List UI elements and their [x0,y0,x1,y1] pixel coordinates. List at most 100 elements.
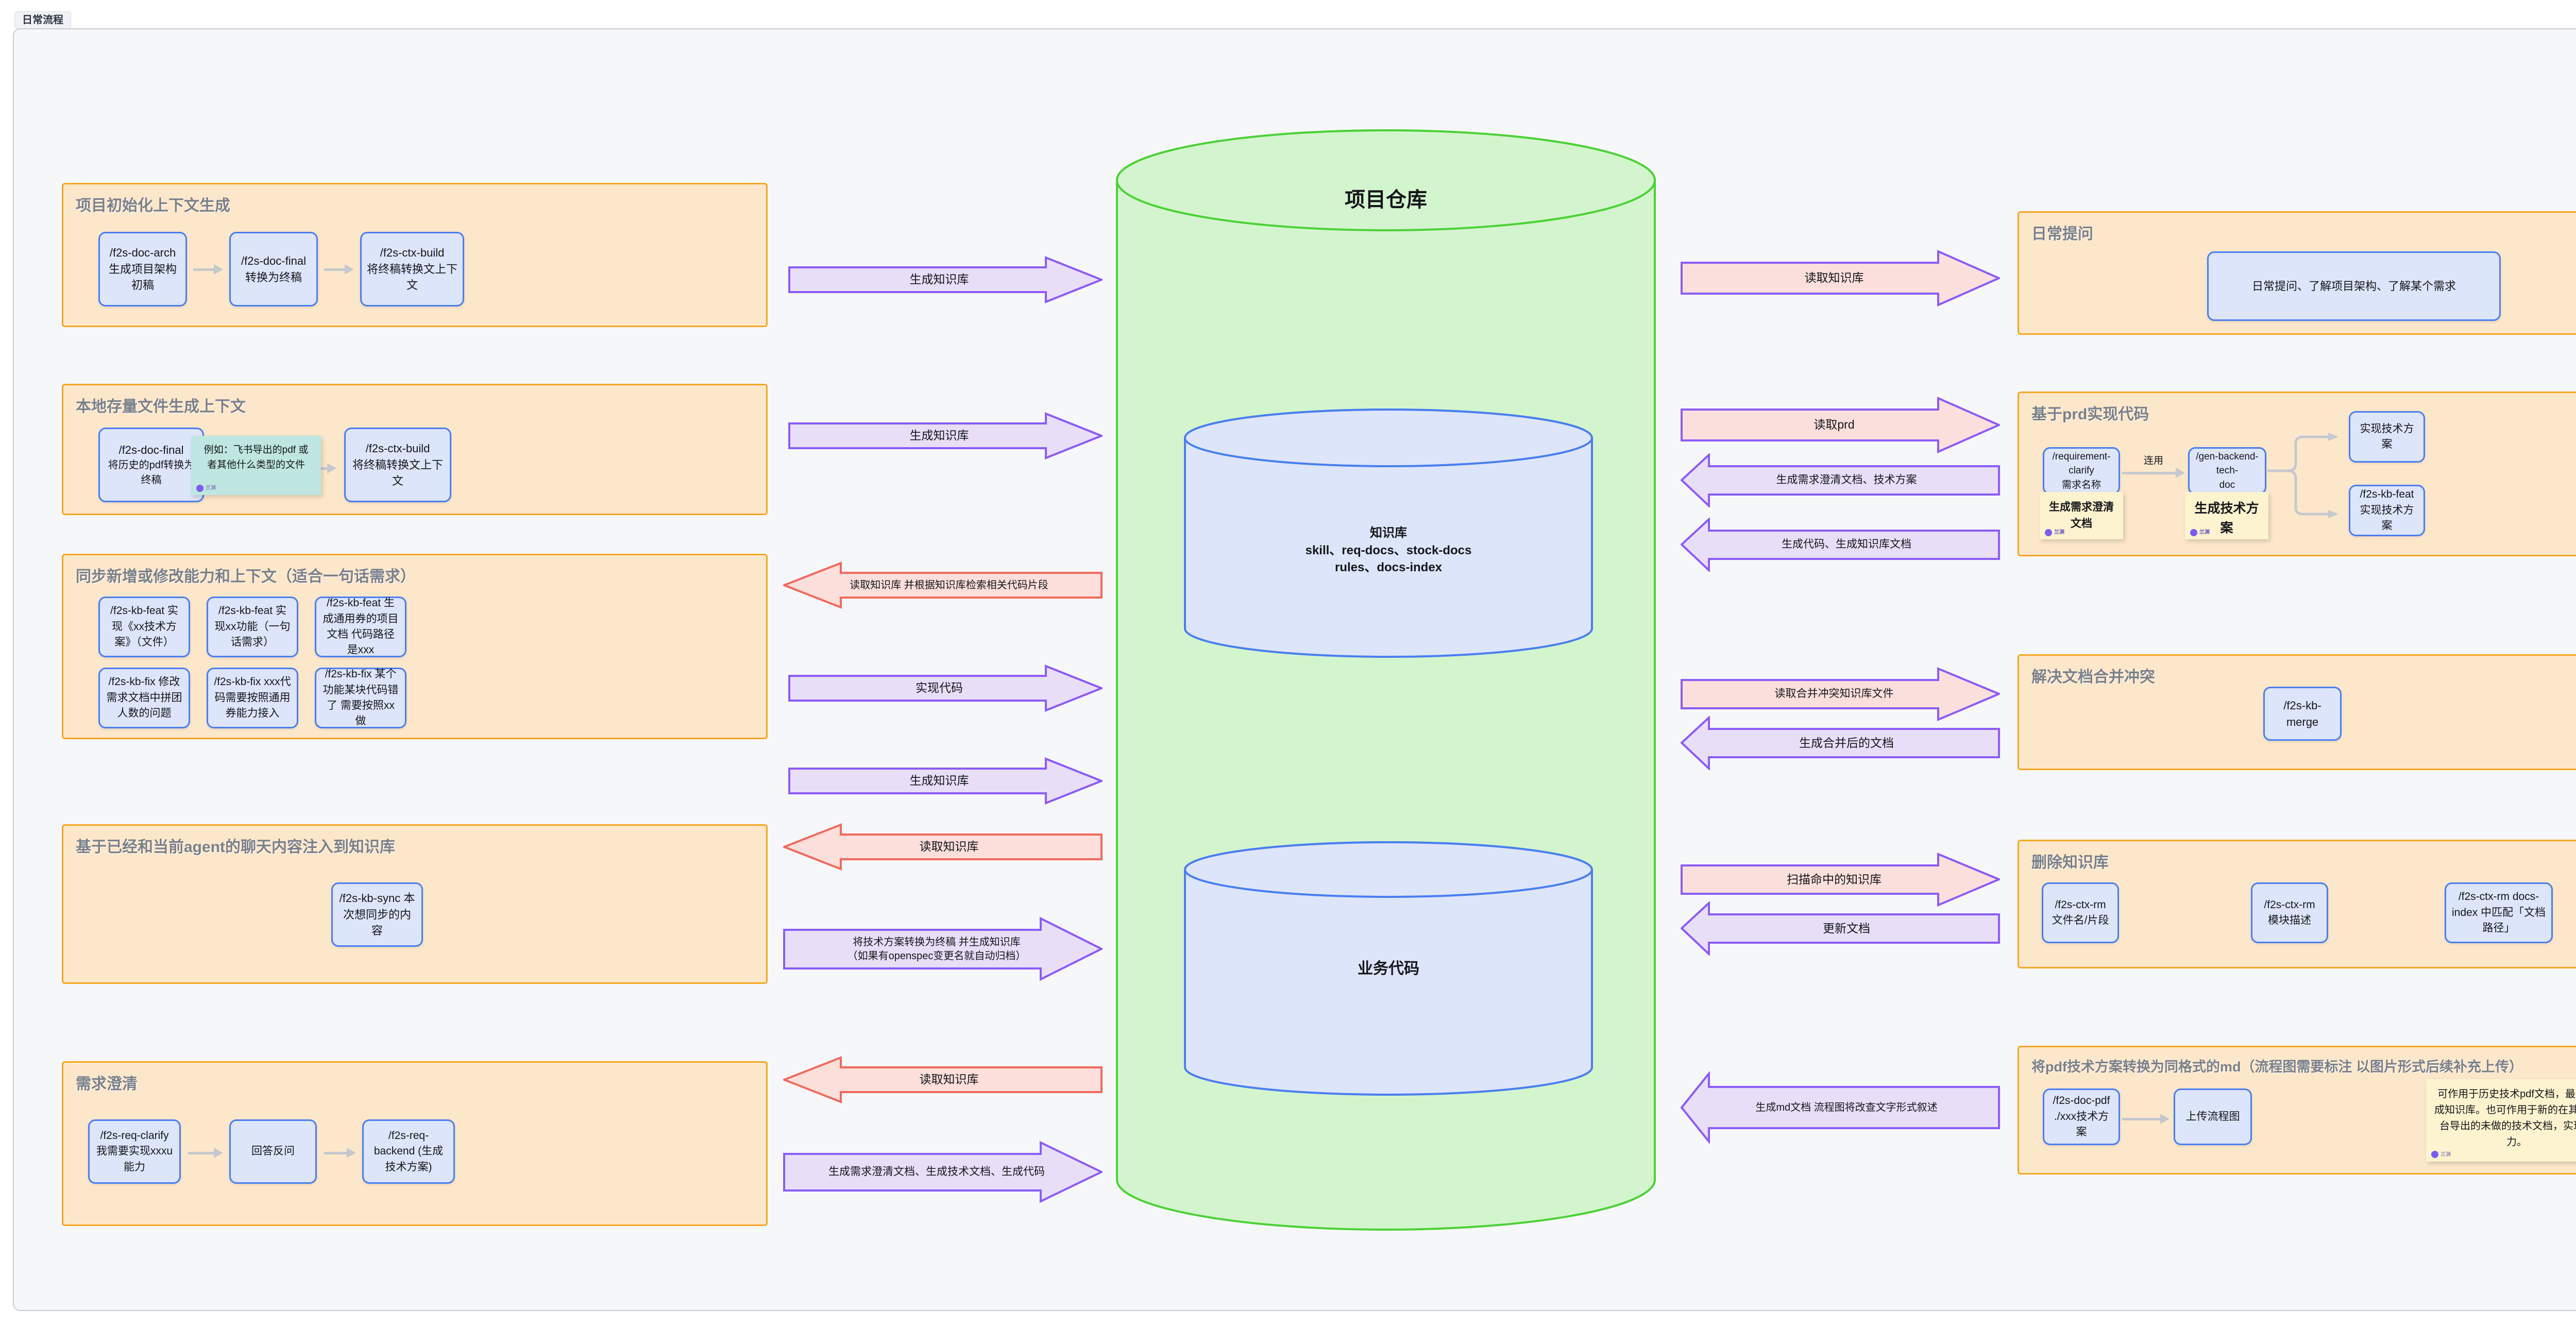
flow-arrow-right-3-label-wrap: 生成代码、生成知识库文档 [1681,518,2000,572]
group-title: 日常提问 [2031,226,2093,243]
node-f2s-ctx-build-local[interactable]: /f2s-ctx-build 将终稿转换文上下文 [344,428,451,502]
node-req-backend[interactable]: /f2s-req-backend (生成技术方案) [362,1119,455,1184]
flow-arrow-label: 生成代码、生成知识库文档 [1782,538,1911,551]
group-title: 删除知识库 [2031,854,2109,871]
group-resolve-merge-conflict[interactable]: 解决文档合并冲突 /f2s-kb-merge [2018,654,2576,770]
flow-arrow-right-8 [1681,1071,2000,1144]
connector-arrow [324,1148,356,1158]
node-cmd: /f2s-doc-final [241,254,306,267]
branch-connector [2267,433,2338,518]
node-implement-tech-plan[interactable]: 实现技术方案 [2349,411,2425,463]
connector-label: 连用 [2141,453,2166,467]
sticky-author-badge: 兰渊 [196,484,216,492]
node-f2s-kb-merge[interactable]: /f2s-kb-merge [2263,687,2342,741]
node-cmd: /f2s-doc-final [118,443,184,456]
knowledge-base-cylinder [1184,409,1593,658]
flow-arrow-label: 读取合并冲突知识库文件 [1774,688,1894,700]
node-f2s-doc-arch[interactable]: /f2s-doc-arch 生成项目架构初稿 [98,232,187,307]
node-kb-feat-1[interactable]: /f2s-kb-feat 实现《xx技术方案》（文件） [98,597,190,657]
flow-arrow-left-5-label-wrap: 读取知识库 [783,823,1103,871]
sticky-note-gen-clarify-doc[interactable]: 生成需求澄清文档 兰渊 [2040,492,2123,539]
sticky-author-badge: 兰渊 [2431,1151,2451,1159]
sticky-note-gen-tech-plan[interactable]: 生成技术方案 兰渊 [2185,492,2268,539]
node-kb-feat-tech-plan[interactable]: /f2s-kb-feat 实现技术方案 [2349,485,2425,536]
group-sync-feature[interactable]: 同步新增或修改能力和上下文（适合一句话需求） /f2s-kb-feat 实现《x… [62,554,768,739]
node-upload-flowchart[interactable]: 上传流程图 [2174,1088,2252,1145]
flow-arrow-right-6-label-wrap: 扫描命中的知识库 [1681,853,2000,907]
node-f2s-doc-final[interactable]: /f2s-doc-final 转换为终稿 [229,232,318,307]
flow-arrow-right-2-label-wrap: 生成需求澄清文档、技术方案 [1681,453,2000,507]
flow-arrow-left-3 [788,665,1103,712]
node-kb-fix-3[interactable]: /f2s-kb-fix 某个功能某块代码错了 需要按照xx做 [315,668,406,728]
node-daily-question[interactable]: 日常提问、了解项目架构、了解某个需求 [2207,251,2501,321]
connector-arrow-lianyong: 连用 [2122,453,2185,478]
node-f2s-kb-sync[interactable]: /f2s-kb-sync 本次想同步的内容 [331,882,423,947]
node-answer-question[interactable]: 回答反问 [229,1119,317,1184]
connector-arrow [324,264,354,275]
sticky-author-badge: 兰渊 [2045,529,2064,536]
node-ctx-rm-file[interactable]: /f2s-ctx-rm 文件名/片段 [2042,882,2119,943]
kb-title: 知识库 [1370,526,1407,540]
flow-arrow-label: 生成需求澄清文档、技术方案 [1776,474,1917,486]
flow-arrow-label: 读取知识库 [919,840,979,854]
group-pdf-to-md[interactable]: 将pdf技术方案转换为同格式的md（流程图需要标注 以图片形式后续补充上传） /… [2018,1046,2576,1175]
project-repo-title: 项目仓库 [1345,189,1427,211]
sticky-text: 生成需求澄清文档 [2049,501,2114,530]
sticky-note-example[interactable]: 例如：飞书导出的pdf 或 者其他什么类型的文件 兰渊 [191,436,321,495]
flow-arrow-right-5-label-wrap: 生成合并后的文档 [1681,716,2000,770]
node-req-clarify[interactable]: /f2s-req-clarify 我需要实现xxxu能力 [88,1119,181,1184]
node-desc: 生成项目架构初稿 [108,262,177,292]
sticky-author-badge: 兰渊 [2190,529,2210,536]
tab-bar: 日常流程 [0,0,2576,29]
flow-arrow-left-4 [788,757,1103,805]
node-kb-feat-2[interactable]: /f2s-kb-feat 实现xx功能（一句话需求） [207,597,298,657]
group-local-files[interactable]: 本地存量文件生成上下文 /f2s-doc-final 将历史的pdf转换为终稿 … [62,384,768,515]
flow-arrow-label: 读取知识库 [919,1073,979,1086]
connector-arrow [193,264,223,275]
sticky-text: 例如：飞书导出的pdf 或 者其他什么类型的文件 [204,445,309,470]
flow-arrow-right-3 [1681,518,2000,572]
node-desc: 将历史的pdf转换为终稿 [108,460,195,486]
group-title: 同步新增或修改能力和上下文（适合一句话需求） [76,568,416,585]
flow-arrow-right-4 [1681,667,2000,721]
flow-arrow-right-8-label-wrap: 生成md文档 流程图将改查文字形式叙述 [1681,1071,2000,1144]
node-desc: doc [2219,479,2235,490]
group-agent-chat-inject[interactable]: 基于已经和当前agent的聊天内容注入到知识库 /f2s-kb-sync 本次想… [62,824,768,984]
node-desc: 需求名称 [2061,479,2101,490]
group-title: 本地存量文件生成上下文 [76,398,246,415]
flow-arrow-label: 生成知识库 [909,273,969,286]
node-f2s-doc-pdf[interactable]: /f2s-doc-pdf ./xxx技术方案 [2043,1088,2120,1145]
group-title: 基于prd实现代码 [2031,406,2149,423]
flow-arrow-label: 生成知识库 [909,429,969,443]
flow-arrow-left-1-label-wrap: 生成知识库 [788,412,1103,460]
flow-arrow-label: 扫描命中的知识库 [1787,872,1882,886]
group-prd-implement[interactable]: 基于prd实现代码 /requirement-clarify 需求名称 连用 /… [2018,392,2576,556]
flow-arrow-left-8 [783,1141,1103,1203]
flow-arrow-left-1 [788,412,1103,460]
node-f2s-ctx-build[interactable]: /f2s-ctx-build 将终稿转换文上下文 [360,232,464,307]
flow-arrow-left-6-label-wrap: 将技术方案转换为终稿 并生成知识库 （如果有openspec变更名就自动归档） [783,917,1103,981]
flow-arrow-label: 读取知识库 [1804,271,1864,285]
group-delete-knowledge-base[interactable]: 删除知识库 /f2s-ctx-rm 文件名/片段 /f2s-ctx-rm 模块描… [2018,840,2576,968]
group-project-init[interactable]: 项目初始化上下文生成 /f2s-doc-arch 生成项目架构初稿 /f2s-d… [62,183,768,327]
node-gen-backend-tech-doc[interactable]: /gen-backend-tech- doc [2188,447,2266,495]
node-cmd: /gen-backend-tech- [2196,451,2259,477]
sticky-note-pdf-usage[interactable]: 可作用于历史技术pdf文档，最后生成知识库。也可作用于新的在其他平台导出的未做的… [2426,1079,2576,1162]
flow-arrow-left-6 [783,917,1103,981]
group-requirement-clarify[interactable]: 需求澄清 /f2s-req-clarify 我需要实现xxxu能力 回答反问 /… [62,1061,768,1226]
flow-arrow-label: 更新文档 [1823,921,1870,935]
node-ctx-rm-docs-index[interactable]: /f2s-ctx-rm docs-index 中匹配「文档路径」 [2445,882,2553,943]
node-kb-feat-3[interactable]: /f2s-kb-feat 生成通用券的项目文档 代码路径是xxx [315,597,406,657]
sticky-text: 可作用于历史技术pdf文档，最后生成知识库。也可作用于新的在其他平台导出的未做的… [2434,1088,2576,1148]
node-f2s-doc-final-local[interactable]: /f2s-doc-final 将历史的pdf转换为终稿 [98,428,204,502]
group-daily-question[interactable]: 日常提问 日常提问、了解项目架构、了解某个需求 [2018,211,2576,335]
node-ctx-rm-module[interactable]: /f2s-ctx-rm 模块描述 [2251,882,2328,943]
node-kb-fix-1[interactable]: /f2s-kb-fix 修改需求文档中拼团人数的问题 [98,668,190,728]
node-requirement-clarify[interactable]: /requirement-clarify 需求名称 [2043,447,2120,495]
node-kb-fix-2[interactable]: /f2s-kb-fix xxx代码需要按照通用券能力接入 [207,668,298,728]
tab-daily-flow[interactable]: 日常流程 [14,11,71,29]
flow-arrow-left-2-label-wrap: 读取知识库 并根据知识库检索相关代码片段 [783,562,1103,609]
flow-arrow-left-3-label-wrap: 实现代码 [788,665,1103,712]
kb-line2: rules、docs-index [1334,560,1443,575]
